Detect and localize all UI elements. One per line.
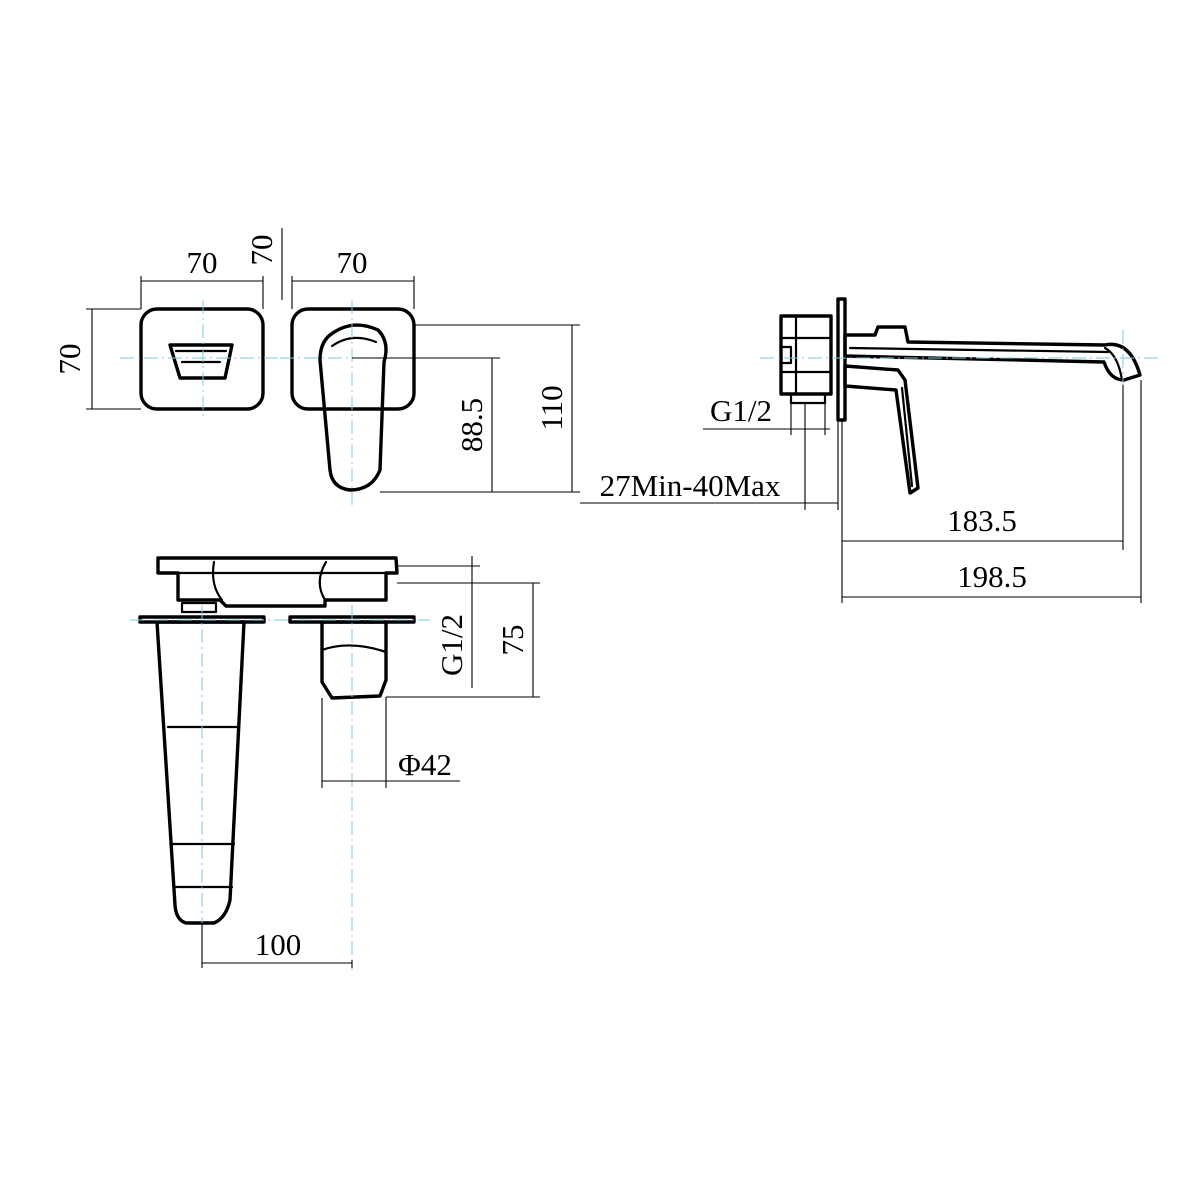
dim-front-mixer-width-label: 70: [337, 245, 368, 280]
front-view-spout-cover: [120, 300, 280, 420]
dim-front-cover-height: 70: [52, 308, 141, 410]
dim-side-thread-label: G1/2: [710, 393, 772, 428]
dim-top-body-depth: 75: [386, 582, 540, 698]
side-view: [760, 297, 1160, 495]
dim-wall-depth: 27Min-40Max: [580, 403, 839, 510]
dim-overall-height-label: 110: [534, 385, 569, 430]
dim-front-cover-width: 70: [140, 245, 264, 309]
dim-front-cover-width-label: 70: [187, 245, 218, 280]
dim-spout-to-mixer: 100: [201, 923, 353, 968]
dim-front-mixer-width: 70: [291, 245, 415, 309]
dim-wall-depth-label: 27Min-40Max: [600, 468, 781, 503]
dim-lever-height-label: 88.5: [454, 398, 489, 452]
dim-cartridge-diameter: Φ42: [321, 697, 460, 788]
dim-overall-reach: 198.5: [842, 380, 1142, 603]
dim-side-thread: G1/2: [703, 393, 830, 435]
top-view: [130, 556, 430, 970]
dim-front-mixer-height: 70: [244, 228, 283, 300]
dim-spout-to-mixer-label: 100: [255, 927, 302, 962]
dim-lever-height: 88.5: [352, 357, 500, 493]
dim-front-cover-height-label: 70: [52, 344, 87, 375]
dim-front-mixer-height-label: 70: [244, 235, 279, 266]
dim-overall-height: 110: [414, 324, 580, 493]
dim-top-thread-label: G1/2: [434, 614, 469, 676]
front-view-mixer-plate: [280, 300, 425, 505]
dim-spout-reach-label: 183.5: [947, 503, 1017, 538]
dim-overall-reach-label: 198.5: [957, 559, 1027, 594]
dim-cartridge-diameter-label: Φ42: [398, 747, 452, 782]
dim-top-body-depth-label: 75: [495, 625, 530, 656]
dim-spout-reach: 183.5: [841, 385, 1124, 603]
dim-top-thread: G1/2: [397, 556, 480, 688]
